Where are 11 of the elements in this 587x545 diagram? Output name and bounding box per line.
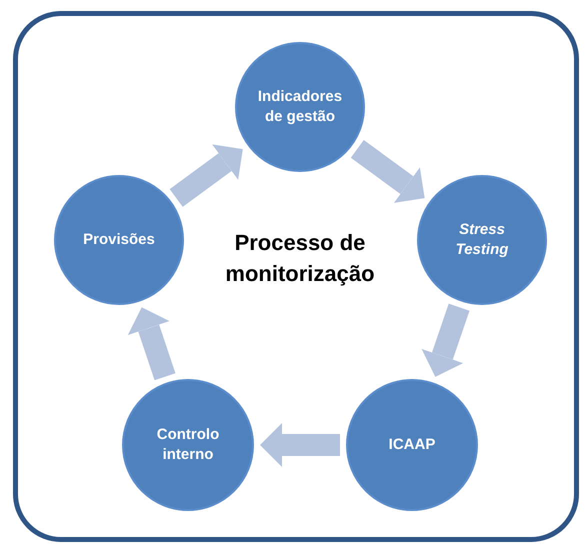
node-label: Controlo interno (156, 424, 220, 465)
node-label: Indicadores de gestão (256, 86, 344, 127)
block-arrow (170, 144, 243, 207)
block-arrow (260, 423, 340, 467)
block-arrow (422, 304, 470, 377)
center-title: Processo de monitorização (225, 229, 375, 288)
node-label: ICAAP (388, 434, 436, 455)
node-label: Provisões (83, 230, 155, 250)
block-arrow (350, 140, 425, 203)
node-label: Stress Testing (454, 220, 510, 260)
block-arrow (128, 307, 176, 380)
